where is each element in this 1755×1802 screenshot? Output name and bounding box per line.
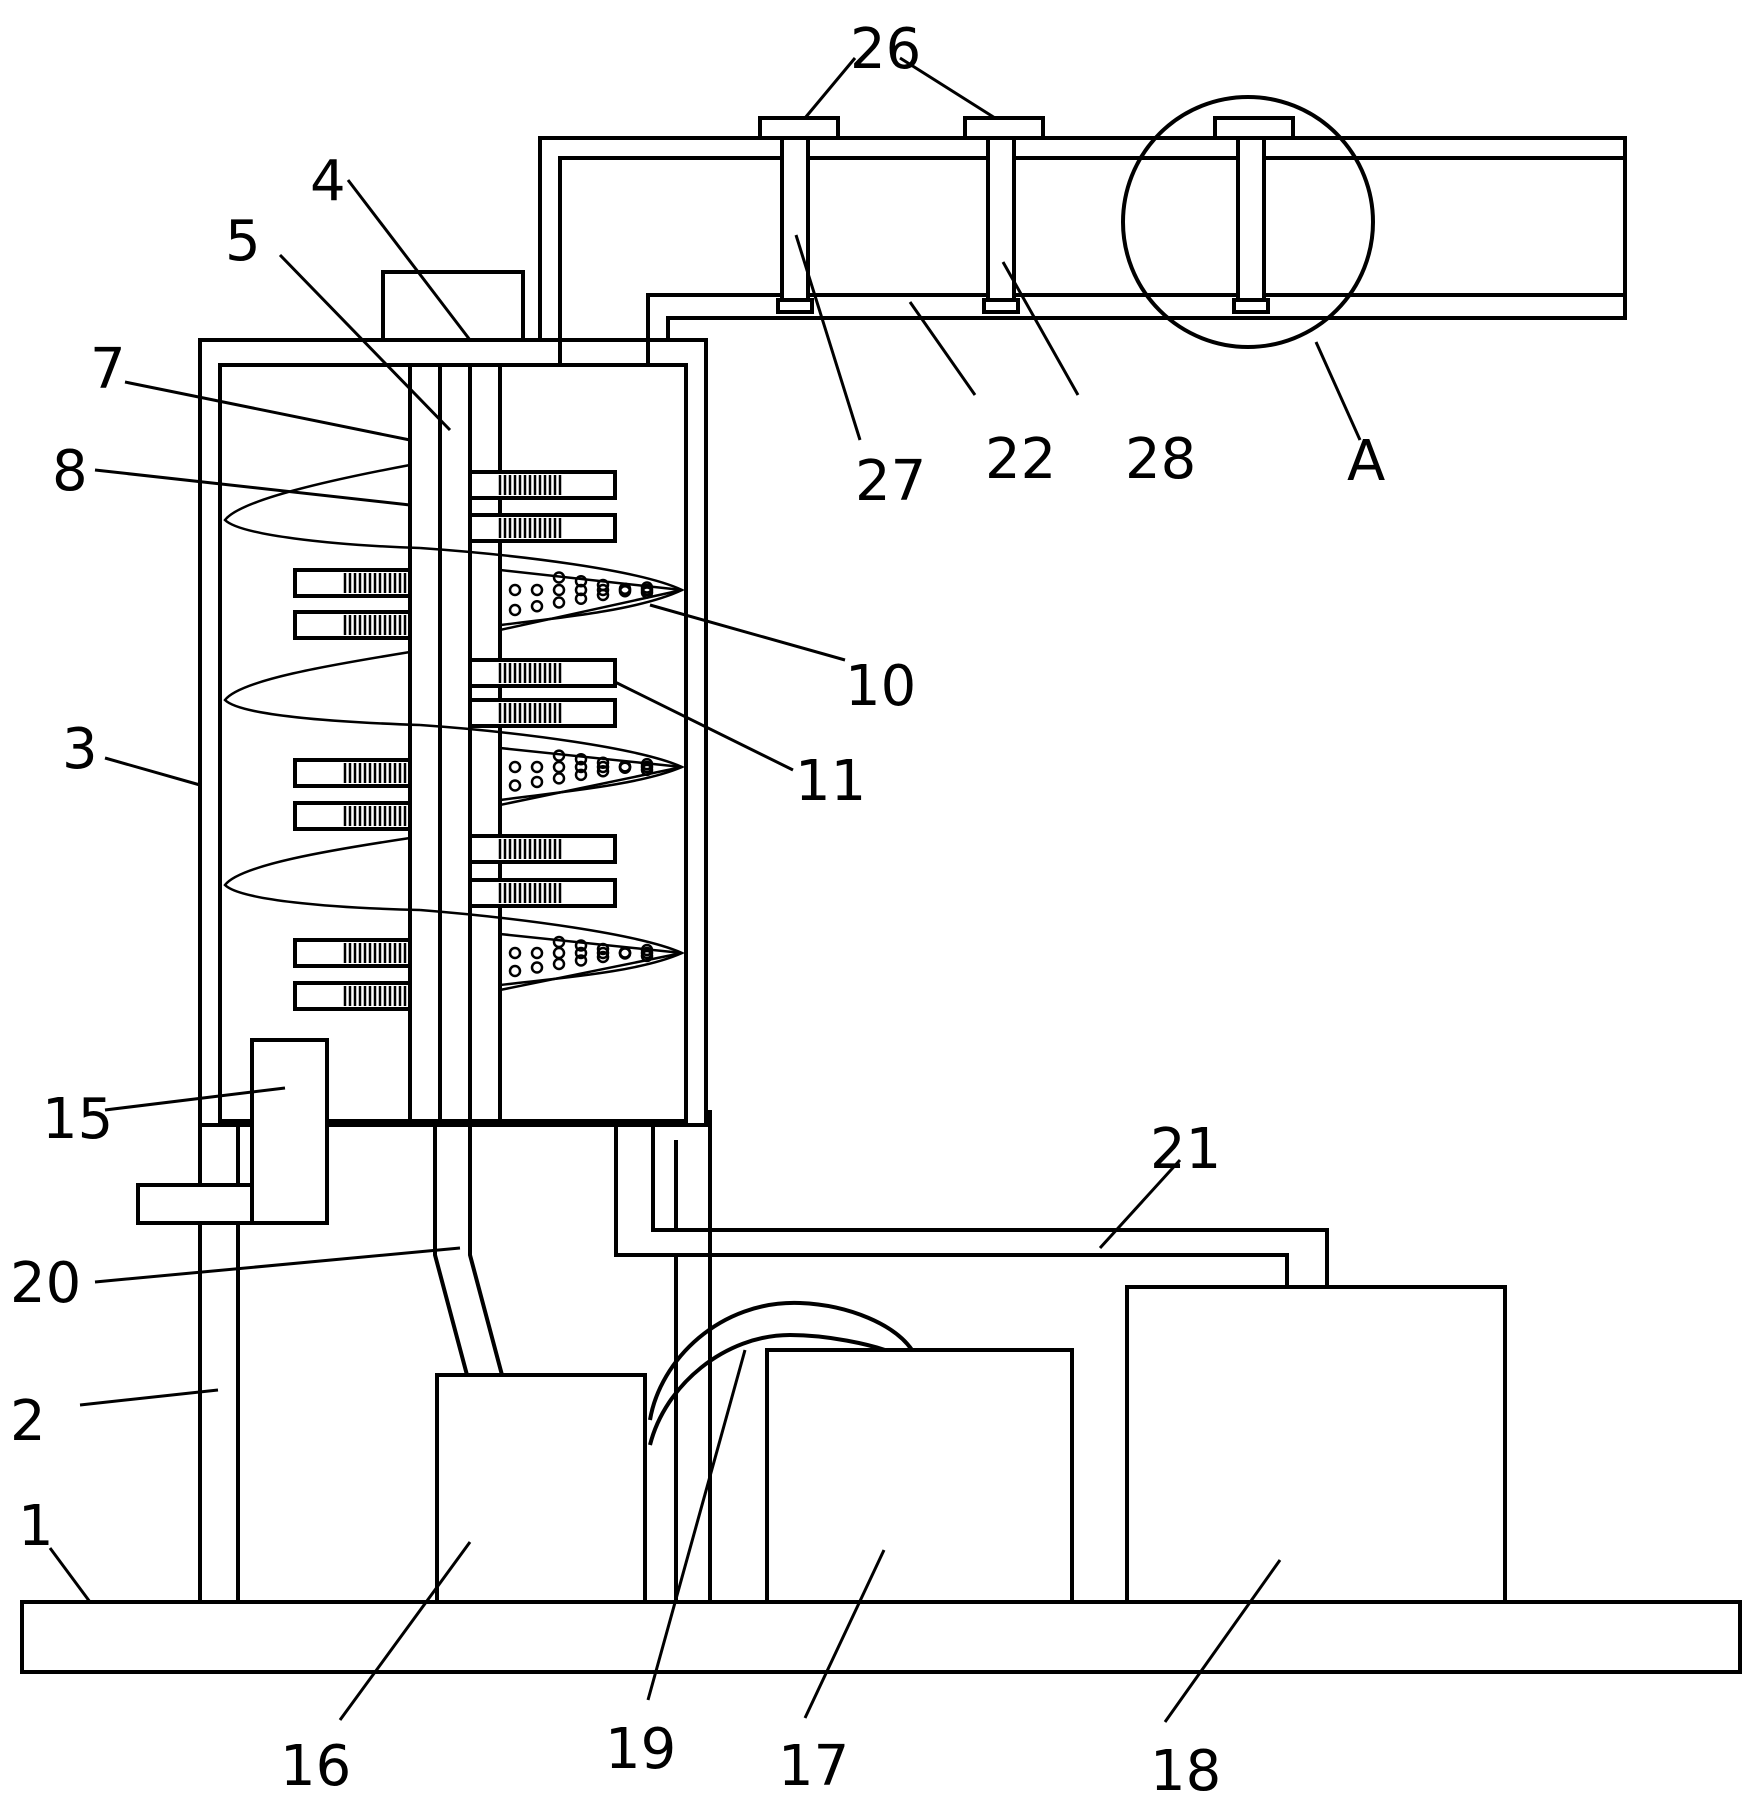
label-26: 26	[850, 17, 921, 82]
filter-hole	[552, 946, 566, 960]
label-18: 18	[1150, 1739, 1221, 1802]
label-2: 2	[10, 1389, 46, 1454]
motor	[381, 270, 525, 342]
base-plate	[20, 1600, 1742, 1674]
label-22: 22	[985, 427, 1056, 492]
collection-tank	[435, 1373, 647, 1604]
label-3: 3	[62, 717, 98, 782]
filter-hole	[508, 946, 522, 960]
filter-hole	[552, 772, 566, 785]
filter-hole	[552, 583, 566, 597]
label-20: 20	[10, 1251, 81, 1316]
filter-hole	[530, 775, 544, 789]
filter-hole	[552, 571, 566, 584]
reference-numerals: 1 2 3 4 5 7 8 10 11 15 16 17 18 19 20 21…	[10, 17, 1385, 1802]
label-11: 11	[795, 749, 866, 814]
filter-hole	[574, 760, 588, 774]
filter-hole	[552, 596, 566, 609]
filter-hole	[530, 600, 544, 613]
filter-hole	[596, 588, 610, 602]
circulation-pipe	[614, 1125, 1329, 1287]
filter-hole	[530, 946, 544, 960]
filter-hole	[618, 761, 632, 774]
filter-hole	[552, 935, 566, 949]
filter-hole	[508, 779, 522, 792]
filter-hole	[530, 760, 544, 774]
filter-hole	[596, 950, 610, 964]
filter-hole	[574, 752, 588, 766]
filter-hole	[530, 583, 544, 597]
leader-lines	[48, 56, 1362, 1723]
filter-hole	[640, 943, 654, 957]
filter-hole	[574, 946, 588, 960]
label-16: 16	[280, 1734, 351, 1799]
label-19: 19	[605, 1717, 676, 1782]
drain-pipe	[433, 1125, 504, 1376]
filter-hole	[596, 583, 610, 597]
filter-hole	[508, 583, 522, 597]
label-8: 8	[52, 439, 88, 504]
filter-hole	[596, 942, 610, 956]
label-1: 1	[18, 1494, 54, 1559]
filter-hole	[530, 961, 544, 974]
bolts	[776, 136, 1270, 314]
filter-hole	[640, 757, 654, 771]
right-spring-scrapers	[468, 470, 617, 908]
right-vertical-pipe	[674, 1110, 712, 1602]
label-21: 21	[1150, 1117, 1221, 1182]
return-hose	[648, 1300, 914, 1446]
filter-hole	[574, 939, 588, 952]
label-7: 7	[90, 337, 126, 402]
spring-coils	[343, 475, 562, 1006]
feed-channel	[538, 136, 1627, 1110]
filter-hole	[596, 765, 610, 778]
filter-hole	[574, 592, 588, 605]
filter-hole	[596, 756, 610, 769]
filter-hole	[640, 581, 654, 594]
label-10: 10	[845, 654, 916, 719]
top-clamps	[758, 116, 1295, 140]
label-28: 28	[1125, 427, 1196, 492]
filter-hole	[574, 954, 588, 967]
label-15: 15	[42, 1087, 113, 1152]
label-27: 27	[855, 449, 926, 514]
filter-hole	[574, 768, 588, 782]
filter-hole	[618, 947, 632, 960]
pump-unit	[765, 1348, 1074, 1604]
filter-hole	[618, 585, 632, 598]
filter-hole	[508, 603, 522, 617]
label-5: 5	[225, 209, 261, 274]
filter-hole	[552, 749, 566, 762]
filter-hole	[508, 760, 522, 774]
label-4: 4	[310, 149, 346, 214]
tank-housing	[198, 338, 708, 1127]
storage-tank	[1125, 1285, 1507, 1604]
spray-nozzle-unit	[136, 1038, 329, 1225]
label-17: 17	[778, 1734, 849, 1799]
left-spring-scrapers	[293, 568, 412, 1011]
filter-hole	[508, 964, 522, 978]
filter-hole	[552, 760, 566, 774]
filter-hole	[552, 957, 566, 971]
perforated-filter-cones	[498, 568, 683, 992]
label-A: A	[1347, 429, 1385, 494]
filter-hole	[596, 760, 610, 774]
filter-hole	[596, 946, 610, 960]
detail-circle-a	[1121, 95, 1375, 349]
